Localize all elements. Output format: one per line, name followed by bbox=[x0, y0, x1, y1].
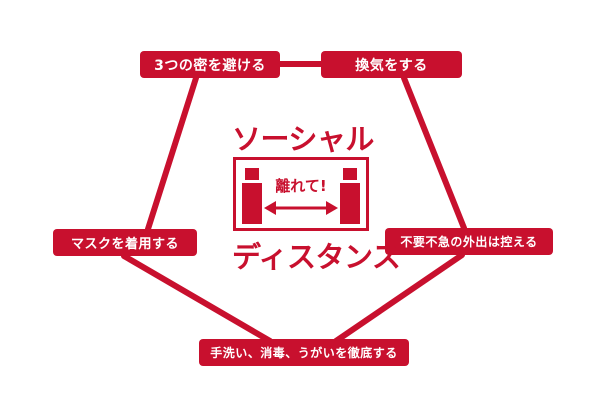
wear-mask-box: マスクを着用する bbox=[53, 229, 197, 256]
social-title: ソーシャル bbox=[232, 122, 374, 156]
avoid-three-cs-box: 3つの密を避ける bbox=[140, 51, 280, 78]
stay-home-label: 不要不急の外出は控える bbox=[400, 235, 538, 249]
person-icon bbox=[340, 168, 360, 224]
stay-home-box: 不要不急の外出は控える bbox=[385, 228, 553, 255]
hygiene-box: 手洗い、消毒、うがいを徹底する bbox=[199, 339, 409, 366]
double-arrow-icon bbox=[264, 201, 338, 215]
person-icon bbox=[242, 168, 262, 224]
connector-line-upper-right bbox=[401, 75, 467, 231]
connector-line-upper-left bbox=[145, 75, 199, 232]
ventilate-box: 換気をする bbox=[321, 51, 462, 78]
avoid-three-cs-label: 3つの密を避ける bbox=[154, 57, 266, 74]
connector-line-lower-left bbox=[121, 253, 273, 344]
distance-title: ディスタンス bbox=[232, 240, 401, 274]
ventilate-label: 換気をする bbox=[355, 57, 428, 74]
wear-mask-label: マスクを着用する bbox=[70, 237, 179, 252]
hygiene-label: 手洗い、消毒、うがいを徹底する bbox=[210, 346, 398, 360]
keep-apart-text: 離れて! bbox=[275, 177, 327, 195]
connector-line-lower-right bbox=[333, 252, 465, 344]
